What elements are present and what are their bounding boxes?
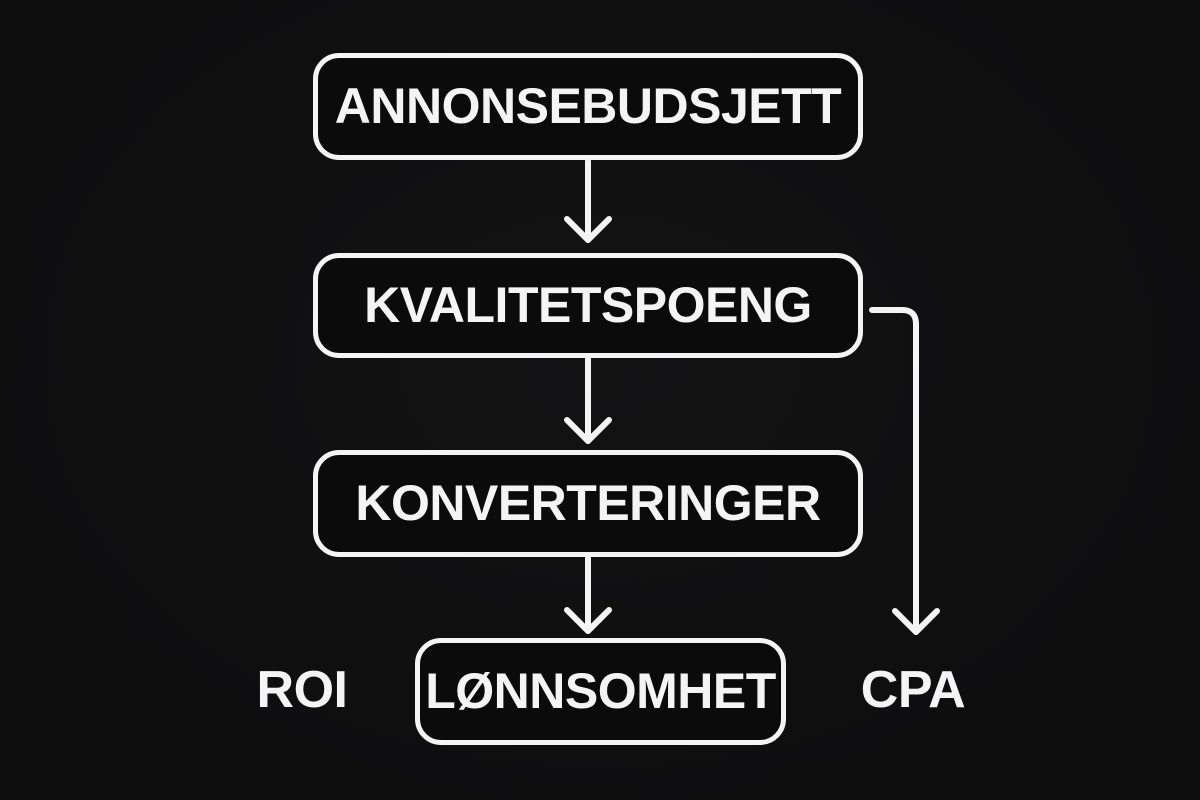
node-lonnsomhet: LØNNSOMHET	[415, 638, 786, 745]
node-konverteringer: KONVERTERINGER	[313, 450, 863, 557]
arrow-conversions-to-profitability-icon	[564, 555, 612, 634]
node-annonsebudsjett-label: ANNONSEBUDSJETT	[334, 77, 842, 134]
node-konverteringer-label: KONVERTERINGER	[355, 474, 821, 531]
elbow-arrow-quality-to-cpa-icon	[869, 307, 940, 635]
node-lonnsomhet-label: LØNNSOMHET	[425, 662, 776, 719]
arrow-budget-to-quality-icon	[564, 158, 612, 243]
roi-label: ROI	[256, 661, 348, 719]
node-annonsebudsjett: ANNONSEBUDSJETT	[313, 53, 863, 160]
node-kvalitetspoeng: KVALITETSPOENG	[313, 253, 863, 358]
node-kvalitetspoeng-label: KVALITETSPOENG	[364, 276, 812, 333]
cpa-label: CPA	[860, 661, 966, 719]
arrow-quality-to-conversions-icon	[564, 356, 612, 444]
